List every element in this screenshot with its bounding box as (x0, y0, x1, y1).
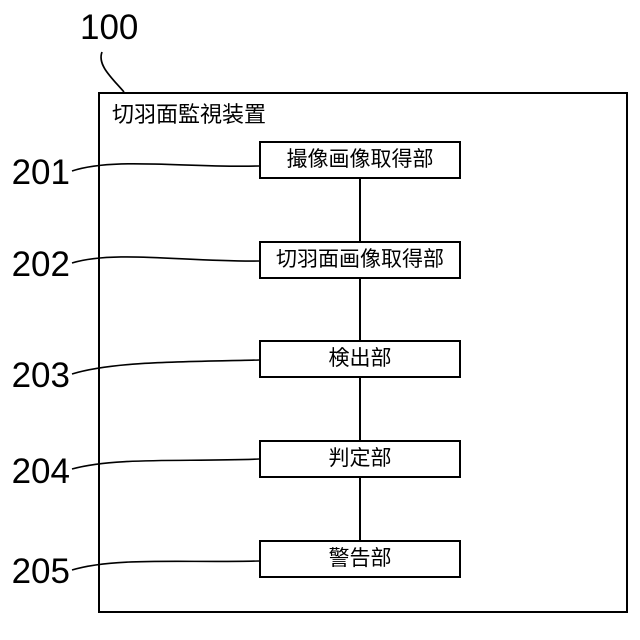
block-205-label: 警告部 (328, 547, 392, 570)
ref-label-204: 204 (11, 452, 70, 491)
block-204: 判定部 (259, 440, 461, 478)
device-box-title: 切羽面監視装置 (112, 102, 267, 127)
device-box: 切羽面監視装置 (98, 92, 628, 613)
block-204-label: 判定部 (328, 447, 392, 470)
block-203-label: 検出部 (328, 347, 392, 370)
ref-label-201: 201 (11, 153, 70, 192)
ref-label-202: 202 (11, 245, 70, 284)
block-201-label: 撮像画像取得部 (286, 148, 434, 171)
ref-label-205: 205 (11, 552, 70, 591)
ref-label-203: 203 (11, 356, 70, 395)
block-201: 撮像画像取得部 (259, 141, 461, 179)
block-202-label: 切羽面画像取得部 (276, 248, 444, 271)
block-203: 検出部 (259, 340, 461, 378)
block-202: 切羽面画像取得部 (259, 241, 461, 279)
block-205: 警告部 (259, 540, 461, 578)
leader-line-100 (100, 51, 125, 93)
ref-label-100: 100 (80, 8, 139, 47)
